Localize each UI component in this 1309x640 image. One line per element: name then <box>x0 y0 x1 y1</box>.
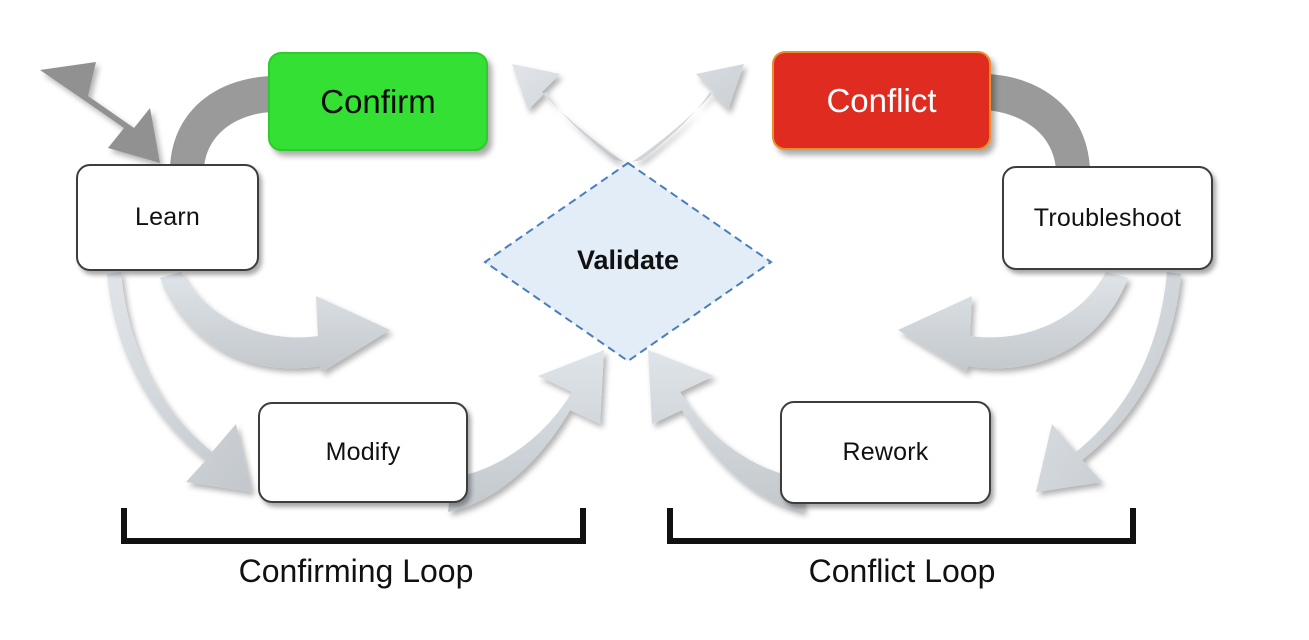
node-learn-label: Learn <box>135 203 200 231</box>
rework-to-validate-arrow <box>648 350 804 512</box>
conflict-loop-label: Conflict Loop <box>808 553 996 589</box>
conflict-loop-bracket <box>667 508 1136 544</box>
confirming-loop-label: Confirming Loop <box>238 553 474 589</box>
conflict-to-troubleshoot-band <box>986 74 1090 170</box>
node-validate[interactable]: Validate <box>480 158 776 366</box>
learn-to-modify-arrow <box>107 272 252 492</box>
node-modify[interactable]: Modify <box>258 402 468 503</box>
node-rework-label: Rework <box>842 438 929 466</box>
node-rework[interactable]: Rework <box>780 401 991 504</box>
node-troubleshoot-label: Troubleshoot <box>1033 203 1182 232</box>
troubleshoot-to-rework-arrow <box>1036 272 1181 492</box>
node-confirm-label: Confirm <box>320 82 436 120</box>
node-learn[interactable]: Learn <box>76 164 259 271</box>
modify-to-validate-arrow <box>448 350 604 512</box>
validate-to-conflict-arrow <box>632 64 744 162</box>
node-troubleshoot[interactable]: Troubleshoot <box>1002 166 1213 270</box>
entry-arrow <box>40 62 160 163</box>
node-conflict[interactable]: Conflict <box>772 51 991 150</box>
node-modify-label: Modify <box>325 438 401 466</box>
learn-to-confirm-band <box>170 76 272 170</box>
learn-to-validate-arrow <box>160 272 390 372</box>
troubleshoot-to-validate-arrow <box>898 272 1128 372</box>
confirming-loop-bracket <box>121 508 586 544</box>
node-confirm[interactable]: Confirm <box>268 52 488 151</box>
validate-to-confirm-arrow <box>512 64 624 162</box>
validate-diamond-shape <box>483 161 773 363</box>
node-conflict-label: Conflict <box>826 81 937 119</box>
